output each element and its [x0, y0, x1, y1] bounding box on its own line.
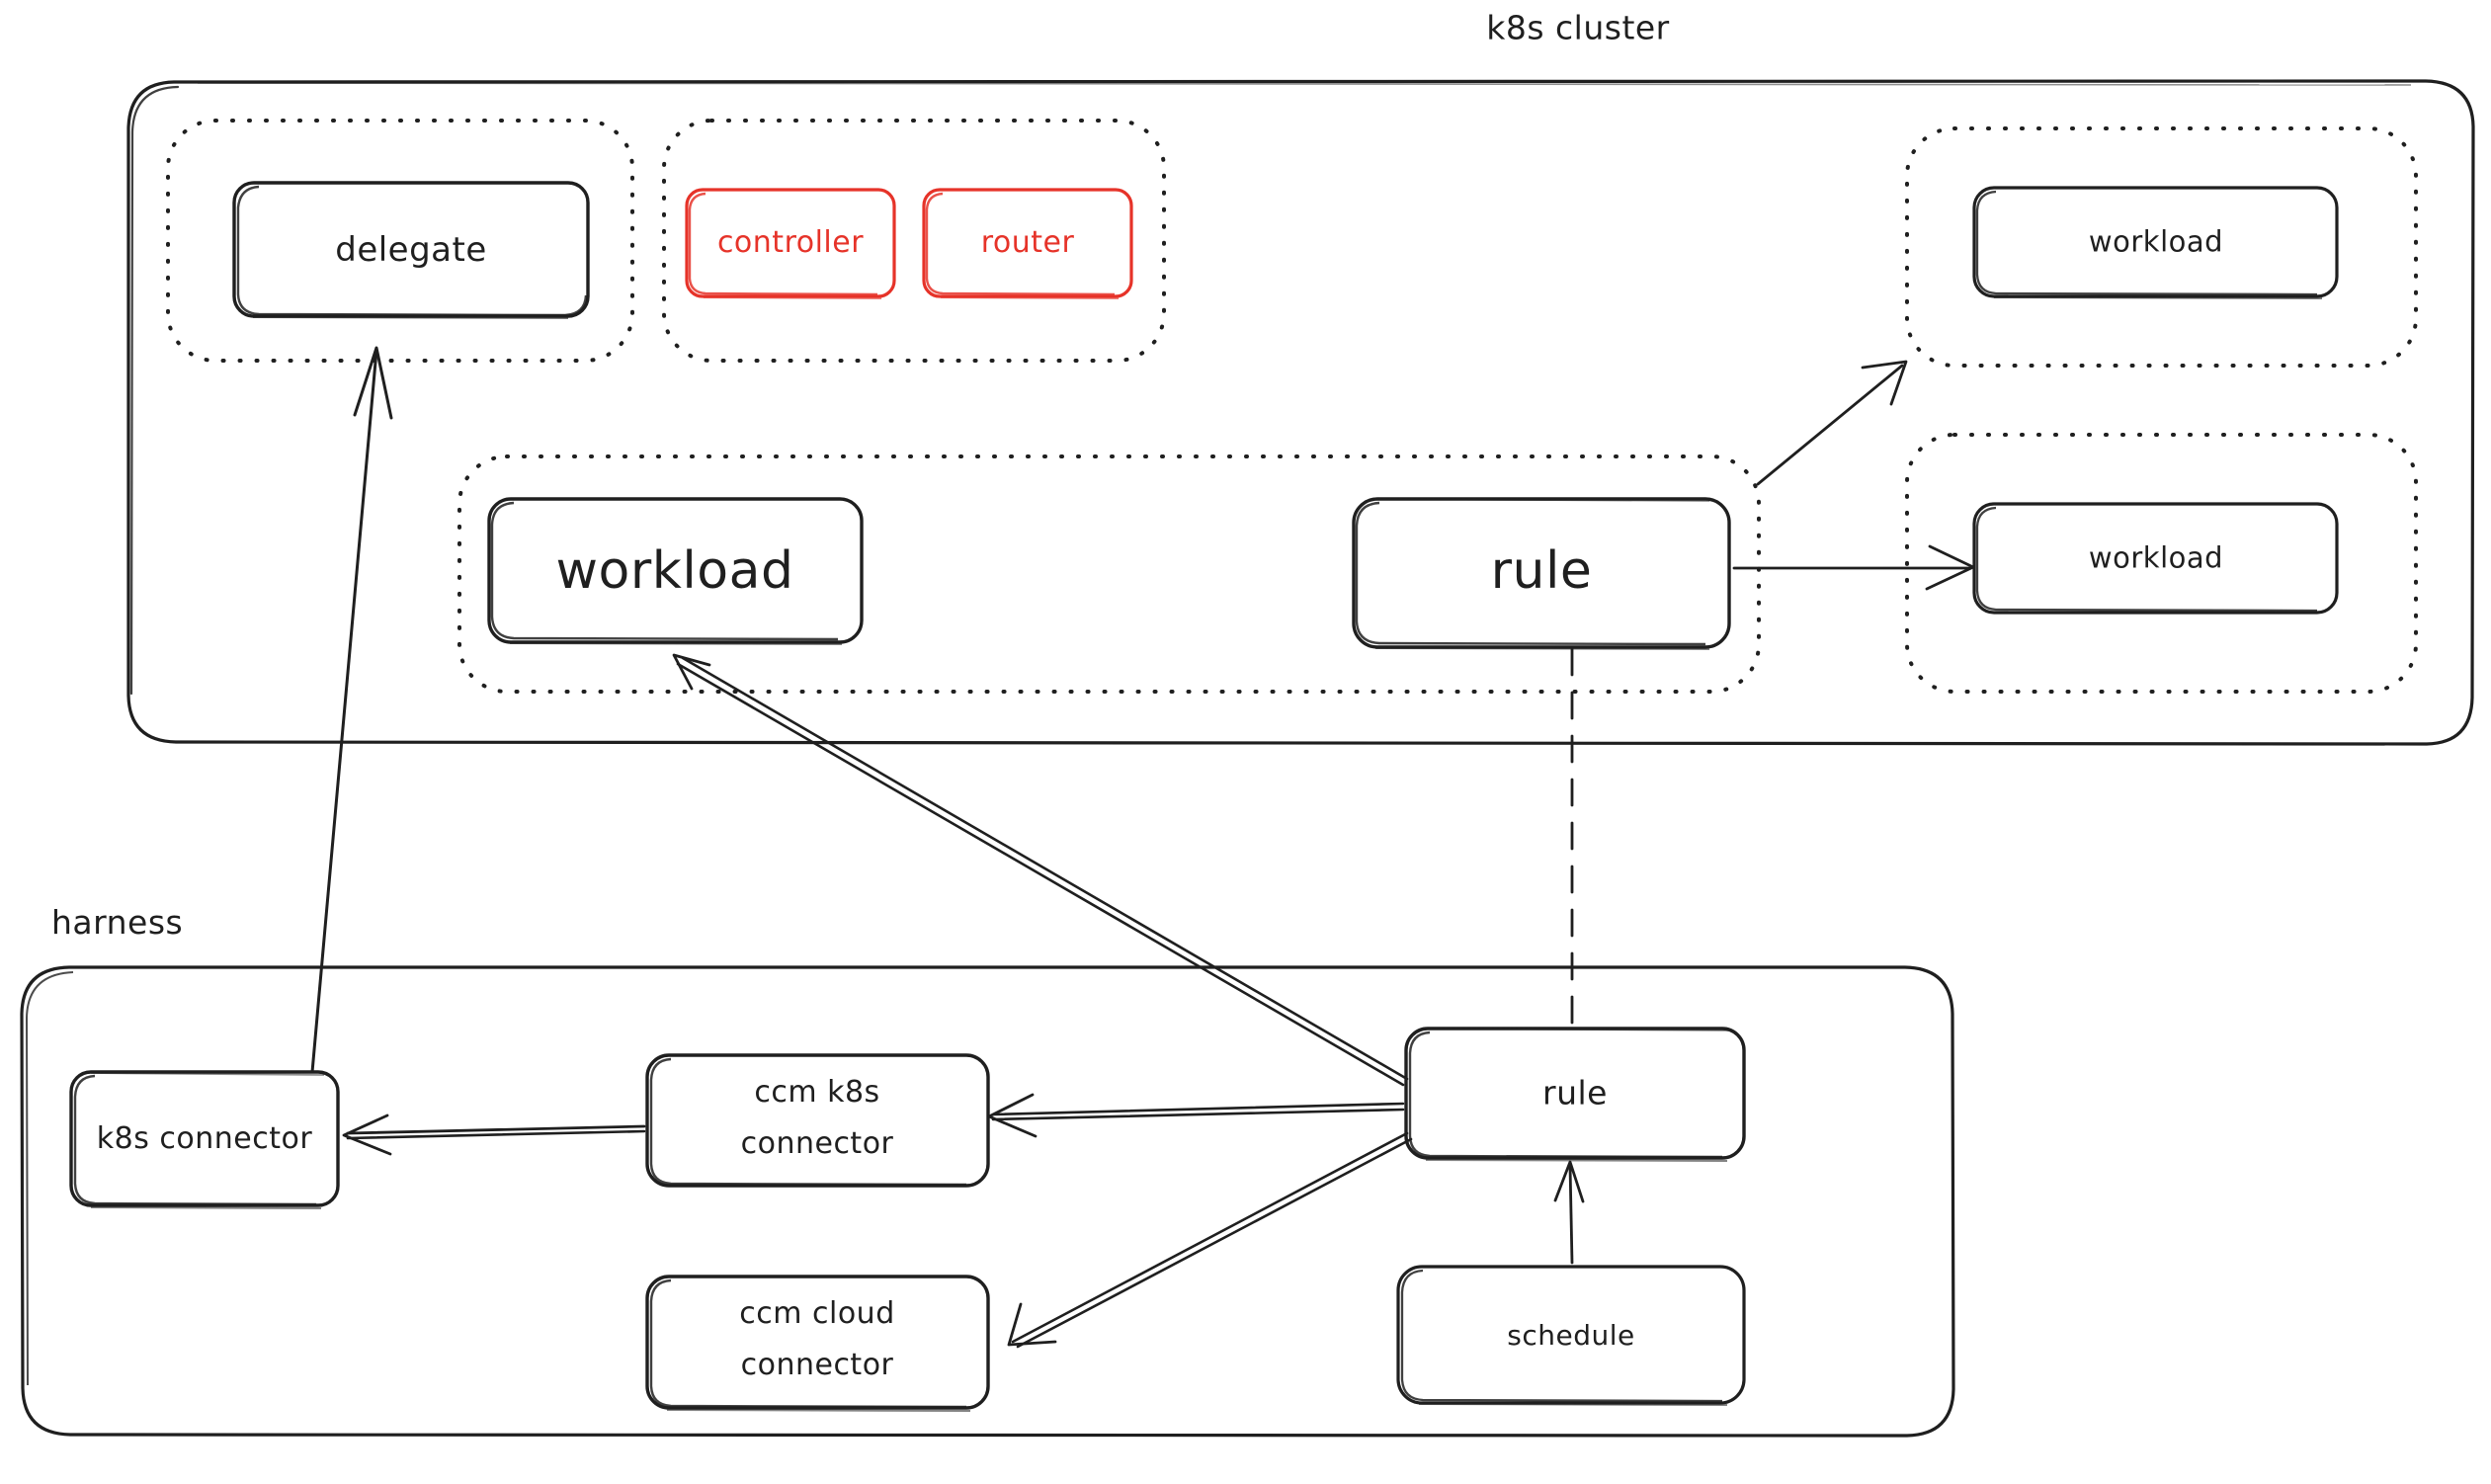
node-workload-bottom-right[interactable] — [1974, 504, 2337, 613]
node-workload-bottom-right-shape[interactable] — [1972, 502, 2339, 615]
node-router[interactable] — [924, 190, 1131, 296]
edge-rule-harness-to-ccm-k8s-connector — [987, 1093, 1405, 1138]
node-controller-shape[interactable] — [685, 188, 896, 299]
node-workload-top-right-shape[interactable] — [1972, 186, 2339, 299]
edge-schedule-to-rule-harness — [1553, 1160, 1585, 1265]
node-rule-harness[interactable] — [1406, 1029, 1744, 1158]
node-controller-label: controller — [716, 225, 865, 260]
node-ccm-cloud-connector-label-line1: ccm cloud — [739, 1296, 895, 1331]
node-delegate-shape[interactable] — [232, 181, 590, 319]
node-rule-harness-shape[interactable] — [1404, 1027, 1746, 1162]
container-harness — [20, 965, 1955, 1438]
node-schedule[interactable] — [1398, 1267, 1744, 1403]
node-rule-cluster[interactable] — [1354, 499, 1729, 647]
node-ccm-k8s-connector-label-line1: ccm k8s — [754, 1075, 880, 1110]
node-router-label: router — [980, 225, 1075, 260]
edge-k8s-connector-to-delegate — [310, 346, 393, 1074]
node-k8s-connector[interactable] — [71, 1072, 338, 1205]
node-k8s-connector-label: k8s connector — [96, 1121, 313, 1156]
node-ccm-k8s-connector-shape[interactable] — [645, 1053, 990, 1188]
node-controller[interactable] — [687, 190, 894, 296]
node-rule-harness-label: rule — [1542, 1073, 1608, 1113]
edge-rule-harness-to-workload-main — [672, 653, 1409, 1087]
group-control-plane — [662, 119, 1166, 363]
node-ccm-cloud-connector[interactable] — [647, 1277, 988, 1408]
edge-rule-cluster-to-workload-bottom-right — [1732, 544, 1975, 591]
node-workload-bottom-right-label: workload — [2088, 540, 2224, 575]
node-ccm-k8s-connector[interactable] — [647, 1055, 988, 1186]
group-delegate — [166, 119, 634, 363]
node-workload-top-right[interactable] — [1974, 188, 2337, 296]
edge-ccm-k8s-to-k8s-connector — [342, 1113, 646, 1156]
node-k8s-connector-shape[interactable] — [69, 1070, 340, 1209]
node-workload-main-label: workload — [555, 541, 794, 601]
node-delegate[interactable] — [234, 183, 588, 316]
node-router-shape[interactable] — [922, 188, 1133, 299]
harness-title: harness — [51, 903, 184, 942]
k8s-cluster-title: k8s cluster — [1486, 8, 1670, 47]
node-rule-cluster-label: rule — [1490, 541, 1593, 601]
edge-rule-cluster-to-workload-top-right — [1756, 360, 1908, 486]
node-ccm-k8s-connector-label-line2: connector — [740, 1126, 894, 1161]
node-ccm-cloud-connector-label-line2: connector — [740, 1348, 894, 1382]
node-workload-main[interactable] — [489, 499, 862, 642]
edge-rule-harness-to-ccm-cloud-connector — [1007, 1131, 1413, 1349]
node-schedule-label: schedule — [1507, 1319, 1635, 1352]
node-rule-cluster-shape[interactable] — [1352, 497, 1731, 650]
node-ccm-cloud-connector-shape[interactable] — [645, 1275, 990, 1412]
node-schedule-shape[interactable] — [1396, 1265, 1746, 1406]
node-workload-top-right-label: workload — [2088, 224, 2224, 259]
group-workload-bottom-right — [1905, 433, 2418, 694]
node-delegate-label: delegate — [335, 230, 487, 270]
node-workload-main-shape[interactable] — [487, 497, 864, 645]
container-k8s-cluster — [126, 79, 2475, 746]
